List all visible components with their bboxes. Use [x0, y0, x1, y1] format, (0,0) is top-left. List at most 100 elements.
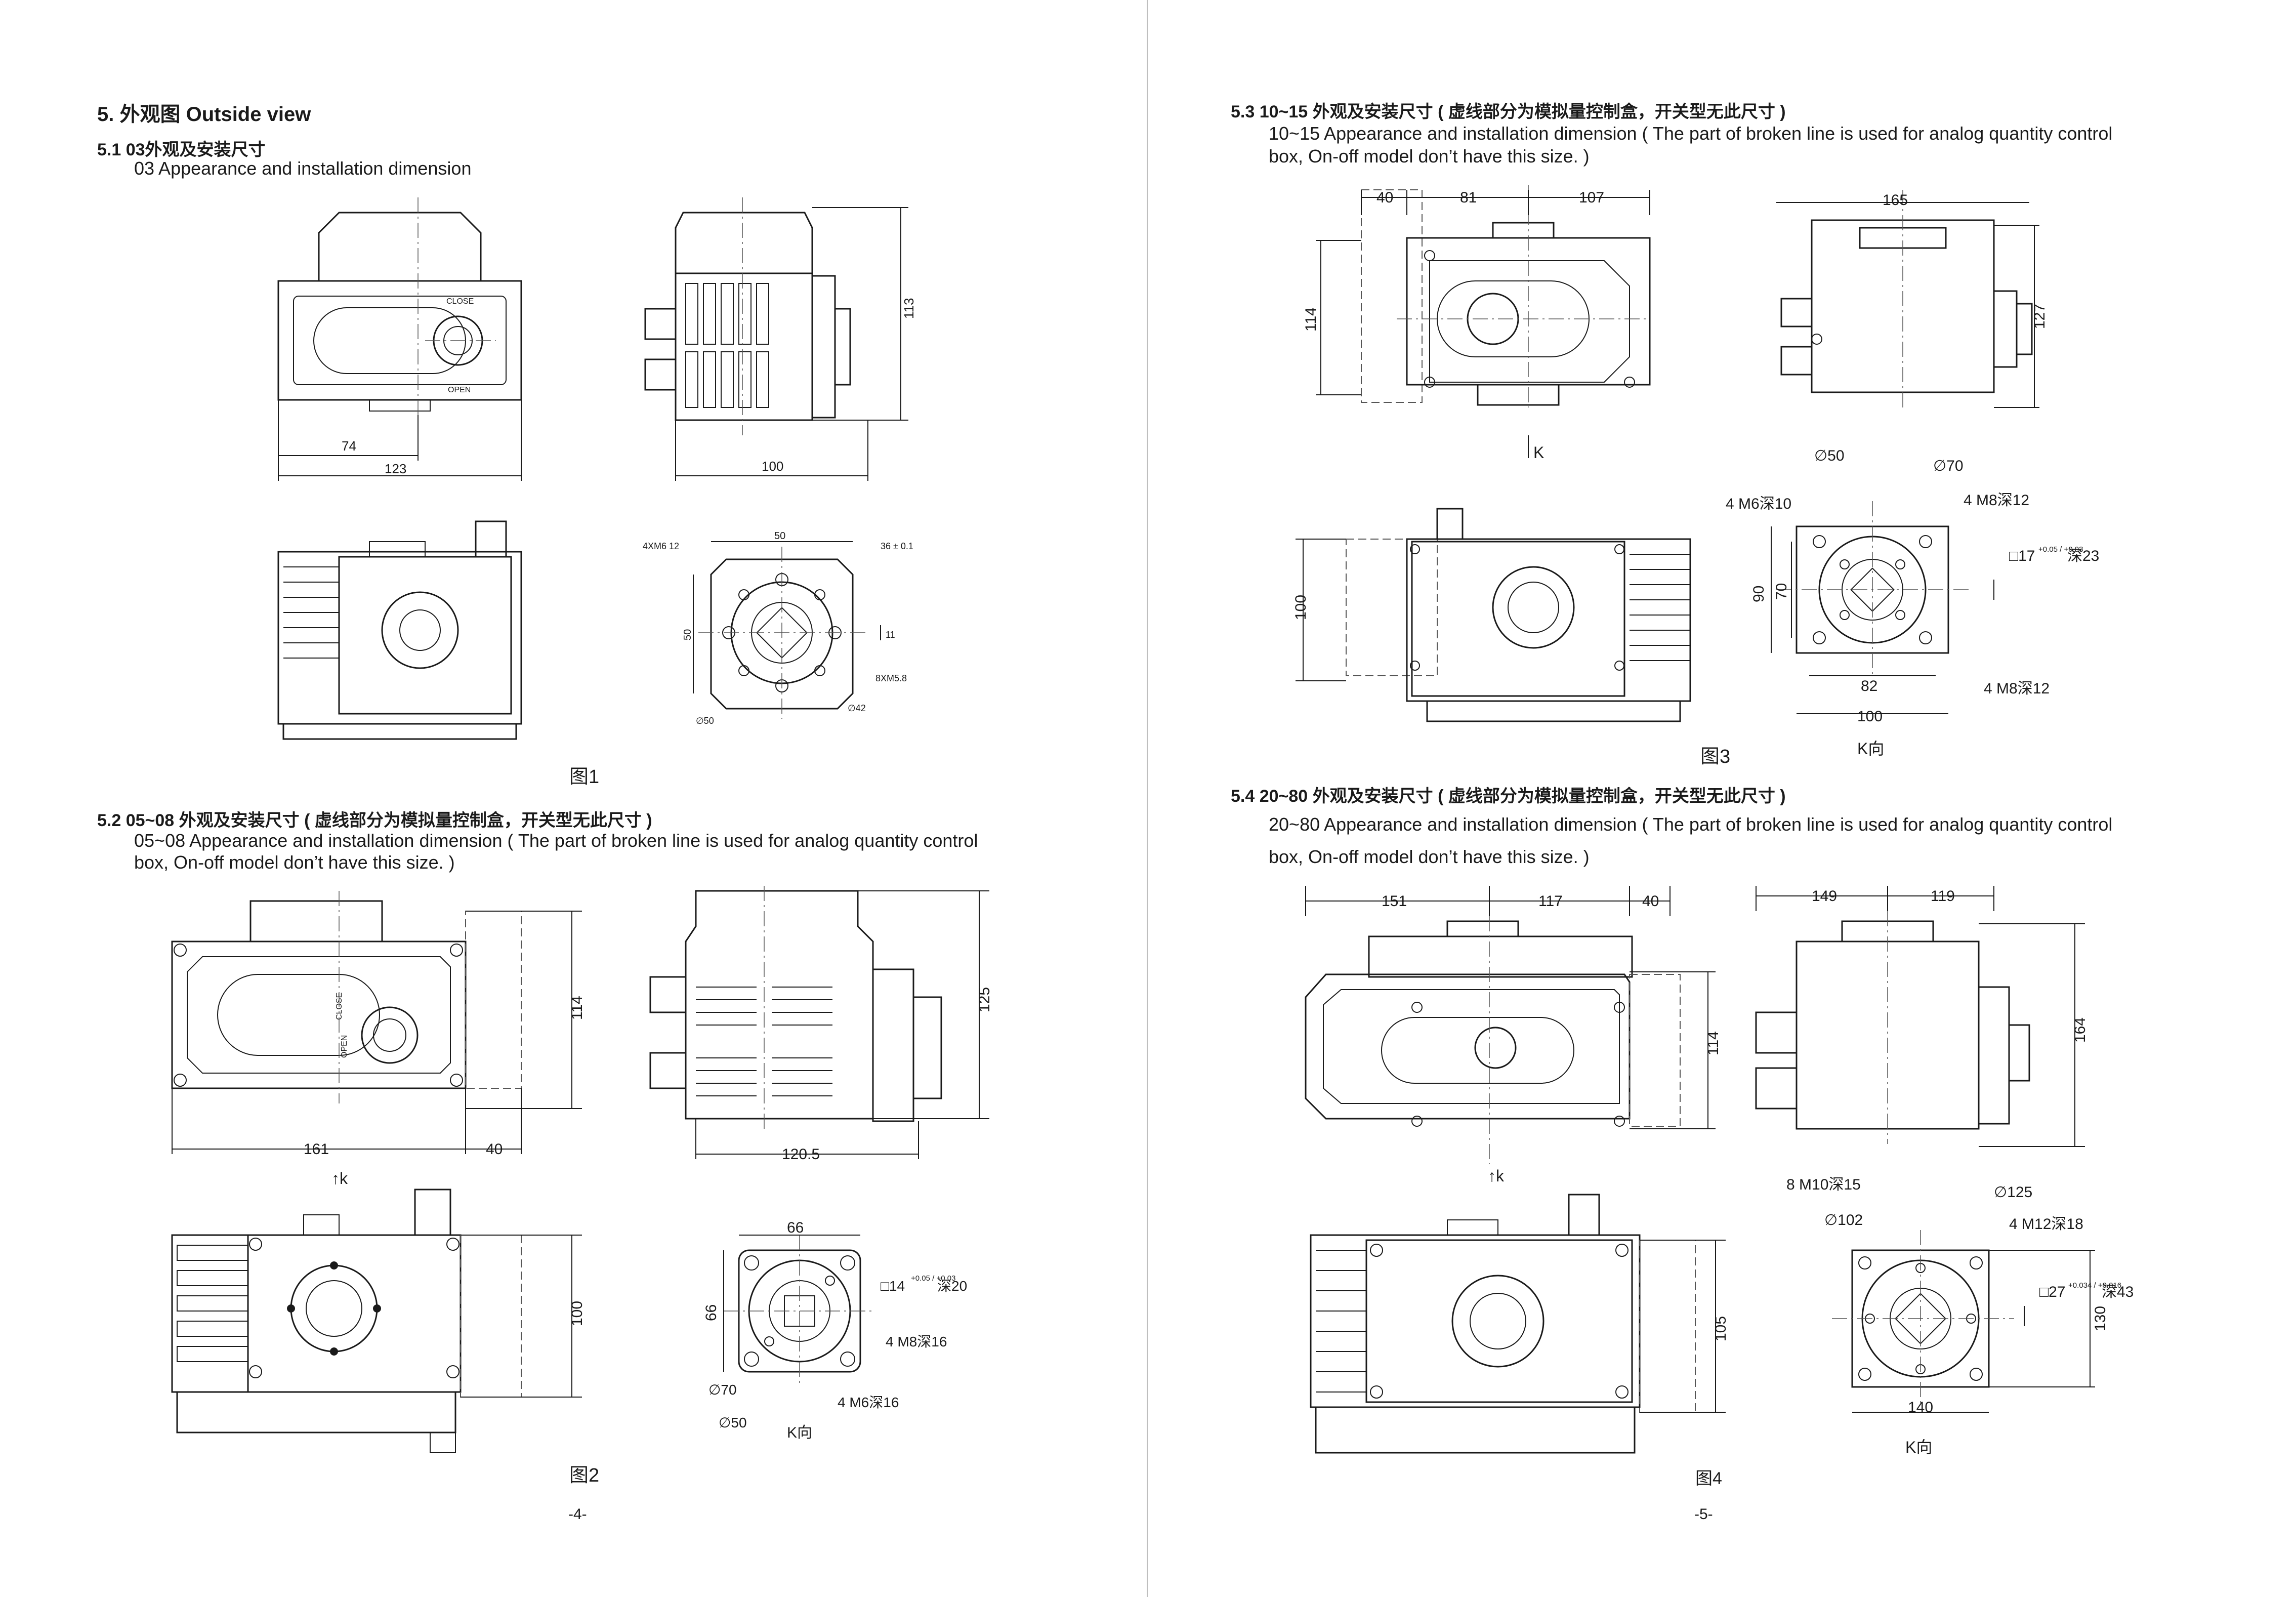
- fig3-dim-165: 165: [1883, 192, 1908, 209]
- fig1-bottom-view: [277, 520, 522, 740]
- s53-subtitle-1: 10~15 Appearance and installation dimens…: [1269, 123, 2113, 144]
- fig2-k-arrow: ↑k: [331, 1169, 348, 1187]
- dim-100: 100: [762, 459, 783, 474]
- fig2-dim-125: 125: [976, 987, 993, 1012]
- s52-subtitle-1: 05~08 Appearance and installation dimens…: [134, 830, 978, 851]
- fig3-m6: 4 M6深10: [1726, 496, 1791, 512]
- s53-heading: 5.3 10~15 外观及安装尺寸 ( 虚线部分为模拟量控制盒，开关型无此尺寸 …: [1231, 102, 1786, 121]
- s54-subtitle-1: 20~80 Appearance and installation dimens…: [1269, 814, 2113, 835]
- fig4-m12: 4 M12深18: [2009, 1216, 2083, 1233]
- dim-74: 74: [342, 438, 356, 454]
- fig3-dim-40: 40: [1376, 189, 1393, 206]
- fig3-dim-81: 81: [1460, 189, 1477, 206]
- fig2-k-view: 66 66 □14 +0.05 / +0.03 深20 4 M8深16 4 M6…: [703, 1219, 967, 1441]
- fig4-dim-117: 117: [1538, 893, 1563, 910]
- fig3-dim-82: 82: [1861, 678, 1877, 694]
- open-label: OPEN: [448, 386, 471, 394]
- s51-subtitle: 03 Appearance and installation dimension: [134, 158, 472, 179]
- fig3-front-view: 40 81 107 114 K: [1303, 185, 1651, 462]
- fig3-dim-127: 127: [2031, 304, 2048, 329]
- fig4-dim-164: 164: [2072, 1017, 2089, 1043]
- fig1-dim-50-side: 50: [682, 629, 693, 640]
- fig4-sq27: □27: [2039, 1284, 2066, 1300]
- fig2-sq14-depth: 深20: [937, 1278, 967, 1294]
- fig4-k-direction: K向: [1905, 1438, 1932, 1456]
- fig1-side-view: 113 100: [644, 197, 916, 481]
- fig2-dim-1205: 120.5: [782, 1146, 820, 1163]
- fig1-11: 11: [886, 630, 895, 640]
- fig3-dim-100b: 100: [1857, 708, 1883, 725]
- fig4-dim-130: 130: [2092, 1306, 2109, 1331]
- fig3-sq17-depth: 深23: [2067, 548, 2099, 564]
- fig3-sq17-tol: +0.05 / +0.03: [2038, 545, 2083, 554]
- page-number-right: -5-: [1694, 1506, 1713, 1523]
- fig3-side-view: 165 127: [1776, 190, 2048, 408]
- fig2-m8: 4 M8深16: [886, 1334, 947, 1349]
- fig2-sq14: □14: [881, 1278, 905, 1294]
- fig3-k-label: K: [1533, 443, 1544, 462]
- close-label: CLOSE: [446, 297, 474, 306]
- fig2-k-direction: K向: [787, 1424, 812, 1441]
- page-number-left: -4-: [568, 1506, 587, 1523]
- fig2-dim-161: 161: [304, 1141, 329, 1158]
- fig2-open-label: OPEN: [340, 1035, 349, 1058]
- fig4-k-label: k: [1496, 1167, 1504, 1185]
- s54-heading: 5.4 20~80 外观及安装尺寸 ( 虚线部分为模拟量控制盒，开关型无此尺寸 …: [1231, 787, 1786, 806]
- fig2-side-view: 125 120.5: [649, 886, 993, 1163]
- fig2-phi70: ∅70: [708, 1382, 737, 1398]
- fig4-k-arrow: ↑k: [1488, 1167, 1504, 1185]
- fig4-dim-119: 119: [1931, 888, 1955, 905]
- fig4-m10: 8 M10深15: [1786, 1176, 1861, 1193]
- fig4-bottom-view: 105: [1310, 1194, 1729, 1454]
- fig3-dim-100: 100: [1292, 595, 1309, 620]
- fig3-k-direction: K向: [1857, 740, 1884, 758]
- fig2-dim-114: 114: [569, 996, 586, 1020]
- fig2-caption: 图2: [569, 1465, 600, 1486]
- fig1-dim-50-top: 50: [774, 530, 785, 542]
- fig2-k-dim-66-top: 66: [787, 1219, 804, 1236]
- fig3-dim-114: 114: [1303, 307, 1319, 332]
- fig1-caption: 图1: [569, 766, 600, 788]
- fig2-dim-100: 100: [569, 1301, 586, 1326]
- s52-subtitle-2: box, On-off model don’t have this size. …: [134, 852, 455, 873]
- fig3-dim-70: 70: [1773, 583, 1790, 600]
- fig4-dim-149: 149: [1812, 888, 1837, 905]
- fig4-dim-140: 140: [1908, 1399, 1933, 1416]
- fig1-42: ∅42: [848, 703, 866, 713]
- s54-subtitle-2: box, On-off model don’t have this size. …: [1269, 846, 1590, 867]
- fig3-caption: 图3: [1700, 746, 1731, 767]
- fig4-dim-114: 114: [1705, 1031, 1722, 1055]
- fig3-sq17: □17: [2009, 548, 2035, 564]
- fig2-bottom-view: 100: [171, 1189, 586, 1453]
- fig3-phi70: ∅70: [1933, 458, 1964, 474]
- fig1-k-view: 50 50 4XM6 12 36 ± 0.1 11 8XM5.8 ∅42 ∅50: [643, 530, 913, 726]
- fig3-m8-bottom: 4 M8深12: [1984, 680, 2050, 697]
- s51-heading: 5.1 03外观及安装尺寸: [97, 140, 266, 159]
- fig4-sq27-depth: 深43: [2102, 1284, 2134, 1300]
- fig1-phi50: ∅50: [696, 716, 714, 726]
- fig1-8xm5: 8XM5.8: [875, 673, 907, 683]
- fig1-4xm6: 4XM6 12: [643, 541, 679, 551]
- fig4-phi125: ∅125: [1994, 1184, 2032, 1201]
- fig2-k-label: k: [340, 1169, 348, 1187]
- fig3-phi50: ∅50: [1814, 447, 1845, 464]
- fig1-front-view: CLOSE OPEN 74 123: [277, 197, 522, 481]
- fig4-dim-105: 105: [1713, 1316, 1729, 1341]
- fig3-m8-top: 4 M8深12: [1964, 492, 2029, 509]
- fig4-sq27-tol: +0.034 / +0.016: [2068, 1281, 2121, 1290]
- fig2-phi50: ∅50: [719, 1415, 747, 1430]
- fig4-front-view: 151 117 40 114: [1305, 886, 1722, 1164]
- fig4-dim-151: 151: [1382, 893, 1407, 910]
- fig4-dim-40: 40: [1642, 893, 1659, 910]
- fig4-k-view: 8 M10深15 ∅125 ∅102 4 M12深18 □27 +0.034 /…: [1786, 1176, 2134, 1456]
- section-title: 5. 外观图 Outside view: [97, 103, 311, 126]
- fig4-phi102: ∅102: [1824, 1212, 1863, 1229]
- fig1-36: 36 ± 0.1: [881, 541, 913, 551]
- fig2-k-dim-66-side: 66: [703, 1304, 720, 1321]
- fig2-m6: 4 M6深16: [838, 1395, 899, 1410]
- fig3-dim-90: 90: [1750, 586, 1767, 602]
- fig4-side-view: 149 119 164: [1755, 886, 2089, 1147]
- fig3-bottom-view: 100: [1292, 508, 1691, 722]
- fig3-dim-107: 107: [1579, 189, 1604, 206]
- fig2-sq14-tol: +0.05 / +0.03: [911, 1274, 955, 1283]
